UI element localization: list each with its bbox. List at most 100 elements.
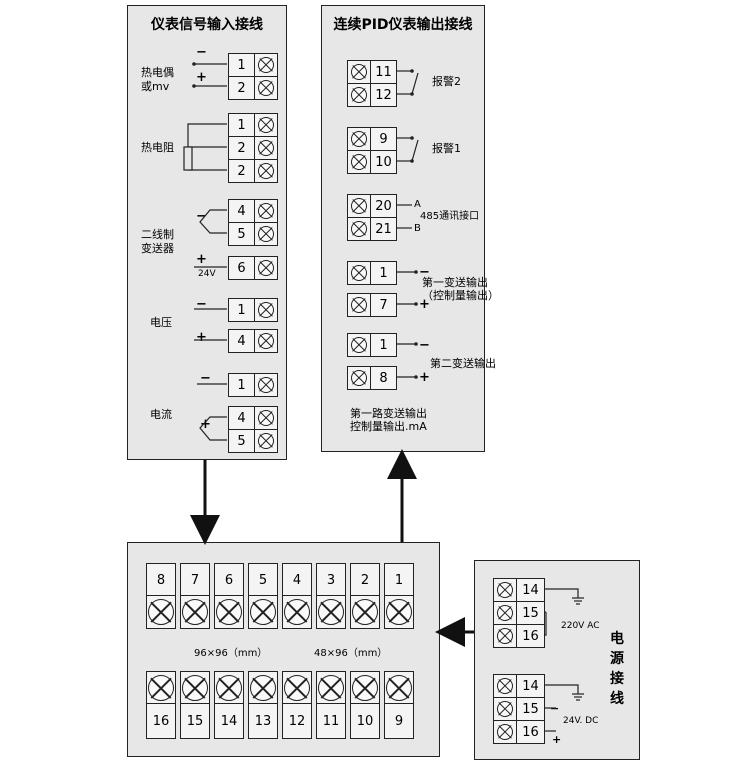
screw-icon [497,678,513,694]
screw-icon [258,410,274,426]
terminal-number: 1 [379,265,388,281]
screw-icon [497,701,513,717]
main-bottom-screw-terminal [248,671,278,705]
screw-icon [497,605,513,621]
current-plus-sign: + [200,417,211,432]
main-top-terminal-number: 8 [146,563,176,597]
screw-terminal [348,367,371,389]
output-terminal-out1-1: 1 [347,261,397,285]
output-terminal-20: 20 [347,194,397,218]
screw-icon [352,599,378,625]
screw-icon [250,675,276,701]
terminal-number: 7 [379,297,388,313]
output-note-line1: 第一路变送输出 [350,407,427,420]
screw-icon [148,599,174,625]
output-terminal-10: 10 [347,150,397,174]
main-top-screw-terminal [282,595,312,629]
output-terminal-11: 11 [347,60,397,84]
current-label: 电流 [150,408,172,421]
out1-minus-sign: − [419,265,430,280]
main-top-terminal-number: 3 [316,563,346,597]
main-bottom-screw-terminal [180,671,210,705]
thermocouple-label-line2: 或mv [141,80,170,93]
terminal-number: 9 [379,131,388,147]
alarm1-label: 报警1 [432,142,461,155]
screw-terminal [494,698,517,720]
screw-terminal [254,114,277,136]
screw-terminal [348,84,371,106]
main-bottom-screw-terminal [350,671,380,705]
main-bottom-terminal-number: 15 [180,703,210,739]
transmitter-plus-sign: + [196,252,207,267]
main-bottom-screw-terminal [214,671,244,705]
output1-label-line1: 第一变送输出 [422,276,488,289]
screw-icon [497,582,513,598]
screw-icon [352,675,378,701]
terminal-number: 12 [375,87,392,103]
terminal-number: 4 [237,410,246,426]
screw-terminal [348,128,371,150]
voltage-plus-sign: + [196,330,207,345]
screw-icon [258,260,274,276]
screw-icon [258,433,274,449]
screw-icon [258,226,274,242]
screw-terminal [254,430,277,452]
screw-terminal [254,223,277,245]
output1-label-line2: （控制量输出） [422,289,499,302]
main-bottom-terminal-number: 9 [384,703,414,739]
output-terminal-out2-8: 8 [347,366,397,390]
out1-plus-sign: + [419,297,430,312]
screw-icon [318,675,344,701]
screw-terminal [254,160,277,182]
power-dc-terminal-14: 14 [493,674,545,698]
input-terminal-tx5: 5 [228,222,278,246]
main-top-terminal-number: 7 [180,563,210,597]
screw-icon [284,599,310,625]
thermocouple-label: 热电偶 或mv [141,66,174,94]
main-bottom-terminal-number: 10 [350,703,380,739]
comm-b-label: B [414,223,421,234]
input-terminal-v4: 4 [228,329,278,353]
screw-terminal [254,137,277,159]
power-panel: 电 源 接 线 220V AC 24V. DC − + 14 15 16 14 … [474,560,640,760]
main-bottom-screw-terminal [316,671,346,705]
comm-label: 485通讯接口 [420,211,480,222]
main-top-terminal-number: 1 [384,563,414,597]
terminal-number: 2 [237,80,246,96]
main-top-screw-terminal [146,595,176,629]
output-terminal-9: 9 [347,127,397,151]
screw-terminal [494,721,517,743]
input-terminal-rtd2a: 2 [228,136,278,160]
input-terminal-v1: 1 [228,298,278,322]
screw-icon [216,675,242,701]
screw-terminal [254,374,277,396]
power-dc-terminal-16: 16 [493,720,545,744]
screw-icon [351,370,367,386]
terminal-number: 10 [375,154,392,170]
screw-icon [351,131,367,147]
screw-terminal [348,334,371,356]
power-ac-terminal-14: 14 [493,578,545,602]
terminal-number: 8 [379,370,388,386]
screw-icon [258,333,274,349]
transmitter-label: 二线制 变送器 [141,228,174,256]
terminal-number: 14 [522,582,539,598]
screw-icon [258,80,274,96]
main-bottom-terminal-number: 13 [248,703,278,739]
terminal-number: 1 [237,117,246,133]
terminal-number: 5 [237,226,246,242]
screw-icon [182,675,208,701]
terminal-number: 16 [522,724,539,740]
screw-terminal [348,195,371,217]
main-top-terminal-number: 2 [350,563,380,597]
input-terminal-tx4: 4 [228,199,278,223]
input-terminal-rtd2b: 2 [228,159,278,183]
terminal-number: 6 [237,260,246,276]
main-top-screw-terminal [316,595,346,629]
screw-icon [216,599,242,625]
screw-icon [318,599,344,625]
screw-terminal [254,257,277,279]
screw-terminal [348,294,371,316]
24v-label: 24V [198,269,216,279]
